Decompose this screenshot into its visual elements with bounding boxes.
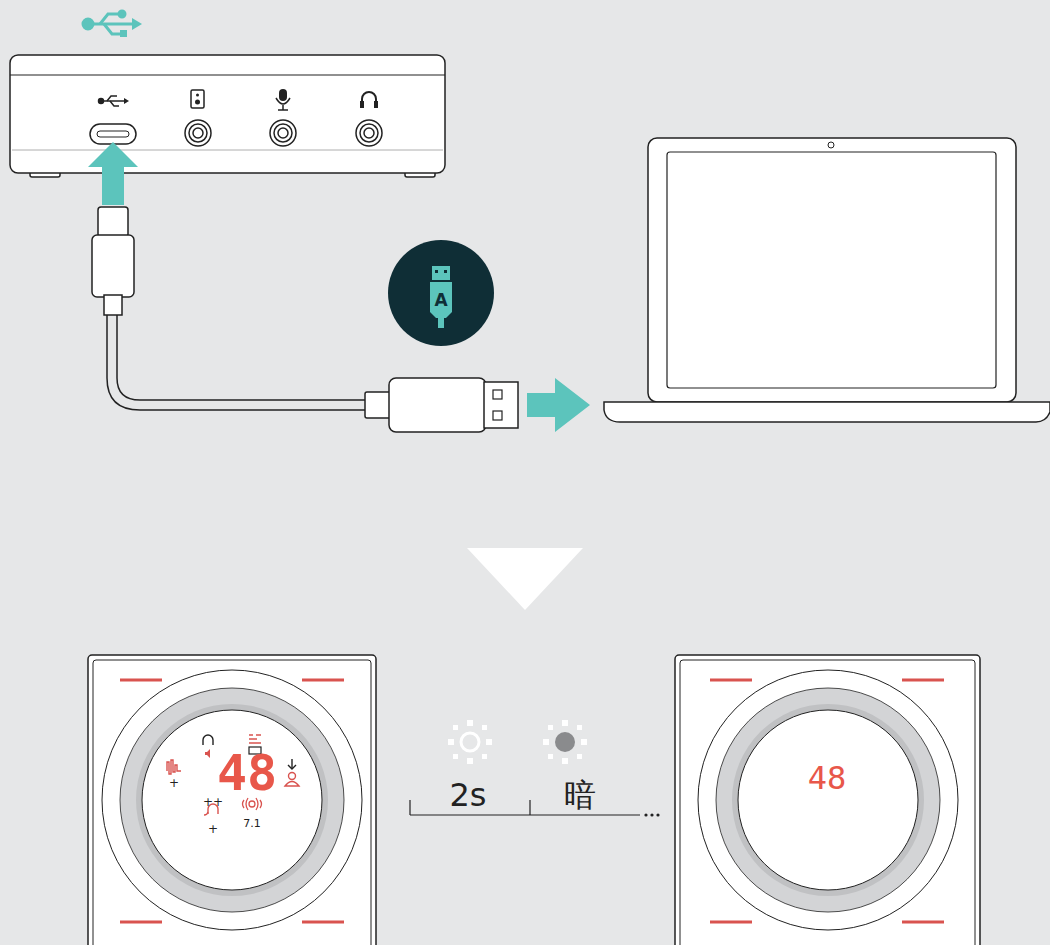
usb-a-badge — [388, 240, 494, 346]
icon-mark: + — [208, 823, 218, 835]
step-triangle — [467, 548, 583, 610]
usb-cable — [92, 207, 518, 432]
timeline — [410, 800, 660, 817]
sound-card — [10, 55, 445, 177]
connect-arrow — [527, 378, 590, 432]
control-panel-on — [88, 655, 376, 945]
badge-letter: A — [434, 292, 447, 309]
volume-readout: 48 — [808, 762, 847, 794]
dim-icon — [543, 720, 587, 764]
icon-mark: ++ — [203, 796, 223, 808]
icon-mark: + — [169, 777, 179, 789]
dim-label: 暗 — [564, 779, 596, 811]
bright-icon — [448, 720, 492, 764]
usb-symbol — [83, 11, 142, 37]
usb-a-icon — [430, 266, 452, 328]
time-label: 2s — [449, 779, 486, 811]
control-panel-dim — [675, 655, 980, 945]
laptop — [604, 138, 1050, 422]
surround-label: 7.1 — [243, 818, 261, 829]
volume-readout: 48 — [217, 748, 277, 798]
insert-arrow — [88, 142, 138, 205]
